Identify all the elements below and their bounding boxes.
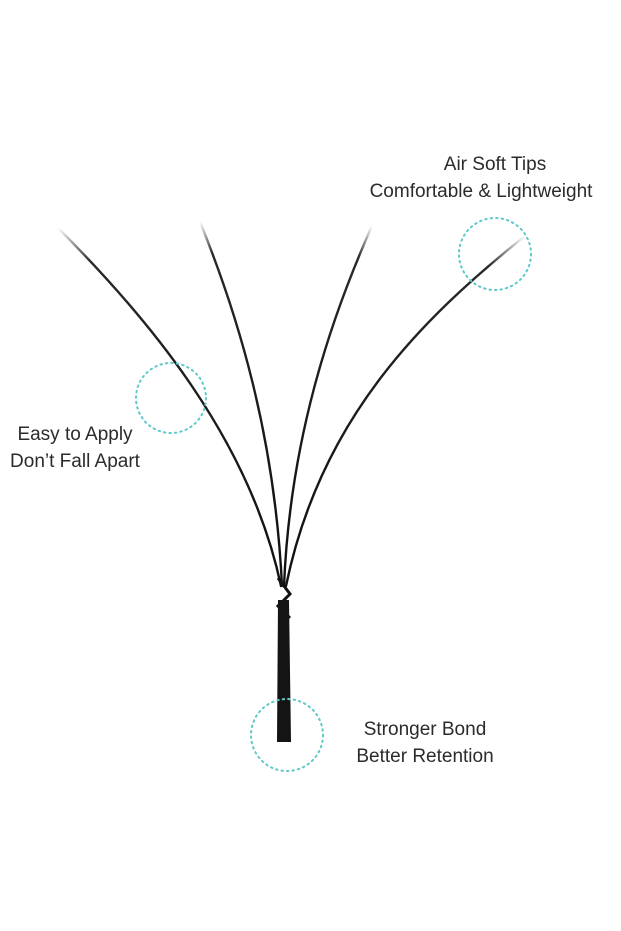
callout-label-tips: Air Soft Tips Comfortable & Lightweight bbox=[330, 151, 610, 205]
callout-circle-tips bbox=[458, 217, 532, 291]
callout-circle-bond bbox=[250, 698, 324, 772]
apply-line-2: Don’t Fall Apart bbox=[10, 451, 140, 472]
tips-line-1: Air Soft Tips bbox=[443, 154, 547, 175]
tips-line-2: Comfortable & Lightweight bbox=[369, 181, 593, 202]
bond-line-2: Better Retention bbox=[356, 746, 494, 767]
lash-fiber-4 bbox=[284, 234, 527, 588]
lash-fiber-2 bbox=[198, 220, 284, 588]
callout-label-apply: Easy to Apply Don’t Fall Apart bbox=[0, 421, 150, 475]
lash-fiber-1 bbox=[56, 226, 283, 588]
lash-fiber-3 bbox=[282, 224, 374, 588]
callout-label-bond: Stronger Bond Better Retention bbox=[330, 716, 520, 770]
bond-line-1: Stronger Bond bbox=[363, 719, 487, 740]
lash-base bbox=[277, 600, 291, 742]
callout-circle-apply bbox=[135, 362, 207, 434]
apply-line-1: Easy to Apply bbox=[17, 424, 133, 445]
